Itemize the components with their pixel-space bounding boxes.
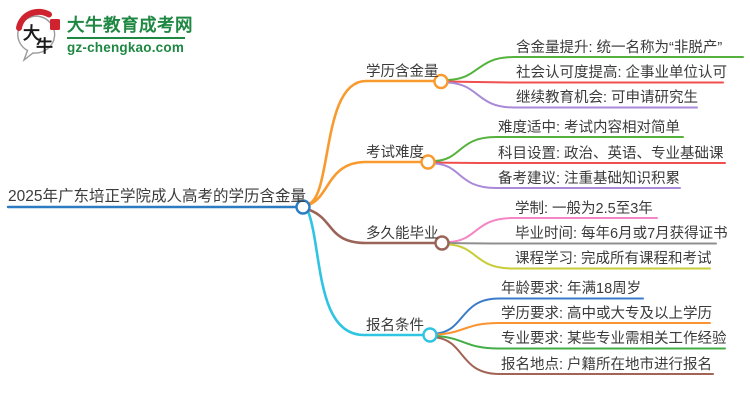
branch-node-circle: [434, 235, 450, 251]
branch-topic-xueli-hanjinliang: 学历含金量: [366, 64, 439, 80]
leaf-topic: 报名地点: 户籍所在地市进行报名: [501, 357, 713, 373]
branch-connector: [308, 160, 423, 206]
central-topic: 2025年广东培正学院成人高考的学历含金量: [8, 188, 306, 205]
leaf-connector: [433, 162, 681, 189]
branch-topic-kaoshi-nandu: 考试难度: [366, 145, 424, 161]
site-logo: 大 牛 大牛教育成考网 gz-chengkao.com: [14, 8, 193, 62]
leaf-connector: [433, 161, 726, 164]
leaf-topic: 继续教育机会: 可申请研究生: [516, 90, 699, 106]
leaf-topic: 科目设置: 政治、英语、专业基础课: [498, 146, 724, 162]
leaf-topic: 备考建议: 注重基础知识积累: [498, 171, 681, 187]
leaf-topic: 社会认可度提高: 企事业单位认可: [516, 65, 728, 81]
leaf-connector: [446, 80, 724, 84]
leaf-topic: 课程学习: 完成所有课程和考试: [515, 251, 712, 267]
leaf-connector: [435, 297, 644, 335]
branch-node-circle: [433, 73, 449, 90]
leaf-topic: 毕业时间: 每年6月或7月获得证书: [515, 226, 728, 242]
logo-char-da: 大: [23, 23, 40, 44]
leaf-topic: 年龄要求: 年满18周岁: [501, 281, 642, 297]
branch-connector: [308, 79, 436, 205]
leaf-connector: [435, 335, 726, 350]
leaf-topic: 学制: 一般为2.5至3年: [515, 201, 653, 217]
red-arc-icon: [16, 8, 52, 31]
branch-topic-baoming-tiaojian: 报名条件: [366, 318, 424, 334]
logo-char-niu: 牛: [36, 36, 53, 57]
branch-node-circle: [420, 154, 436, 170]
leaf-topic: 难度适中: 考试内容相对简单: [498, 120, 681, 136]
leaf-connector: [435, 336, 714, 375]
leaf-topic: 学历要求: 高中或大专及以上学历: [501, 306, 713, 322]
leaf-topic: 含金量提升: 统一名称为“非脱产”: [516, 40, 723, 56]
branch-connector: [308, 208, 437, 245]
seal-stamp-icon: [50, 19, 60, 30]
leaf-connector: [446, 56, 744, 81]
logo-divider: [67, 37, 185, 39]
logo-text-block: 大牛教育成考网 gz-chengkao.com: [67, 15, 193, 55]
leaf-connector: [446, 81, 698, 109]
site-name: 大牛教育成考网: [67, 15, 193, 35]
central-node-circle: [295, 199, 311, 215]
leaf-connector: [447, 242, 717, 245]
site-domain: gz-chengkao.com: [67, 40, 185, 55]
leaf-connector: [447, 243, 711, 270]
leaf-connector: [447, 217, 658, 243]
branch-node-circle: [422, 327, 438, 343]
branch-topic-duojiu-biye: 多久能毕业: [366, 226, 439, 242]
daniu-speech-bubble-icon: 大 牛: [16, 8, 60, 62]
branch-connector: [307, 211, 425, 337]
leaf-connector: [433, 136, 684, 162]
leaf-connector: [435, 322, 711, 336]
leaf-topic: 专业要求: 某些专业需相关工作经验: [501, 331, 727, 347]
